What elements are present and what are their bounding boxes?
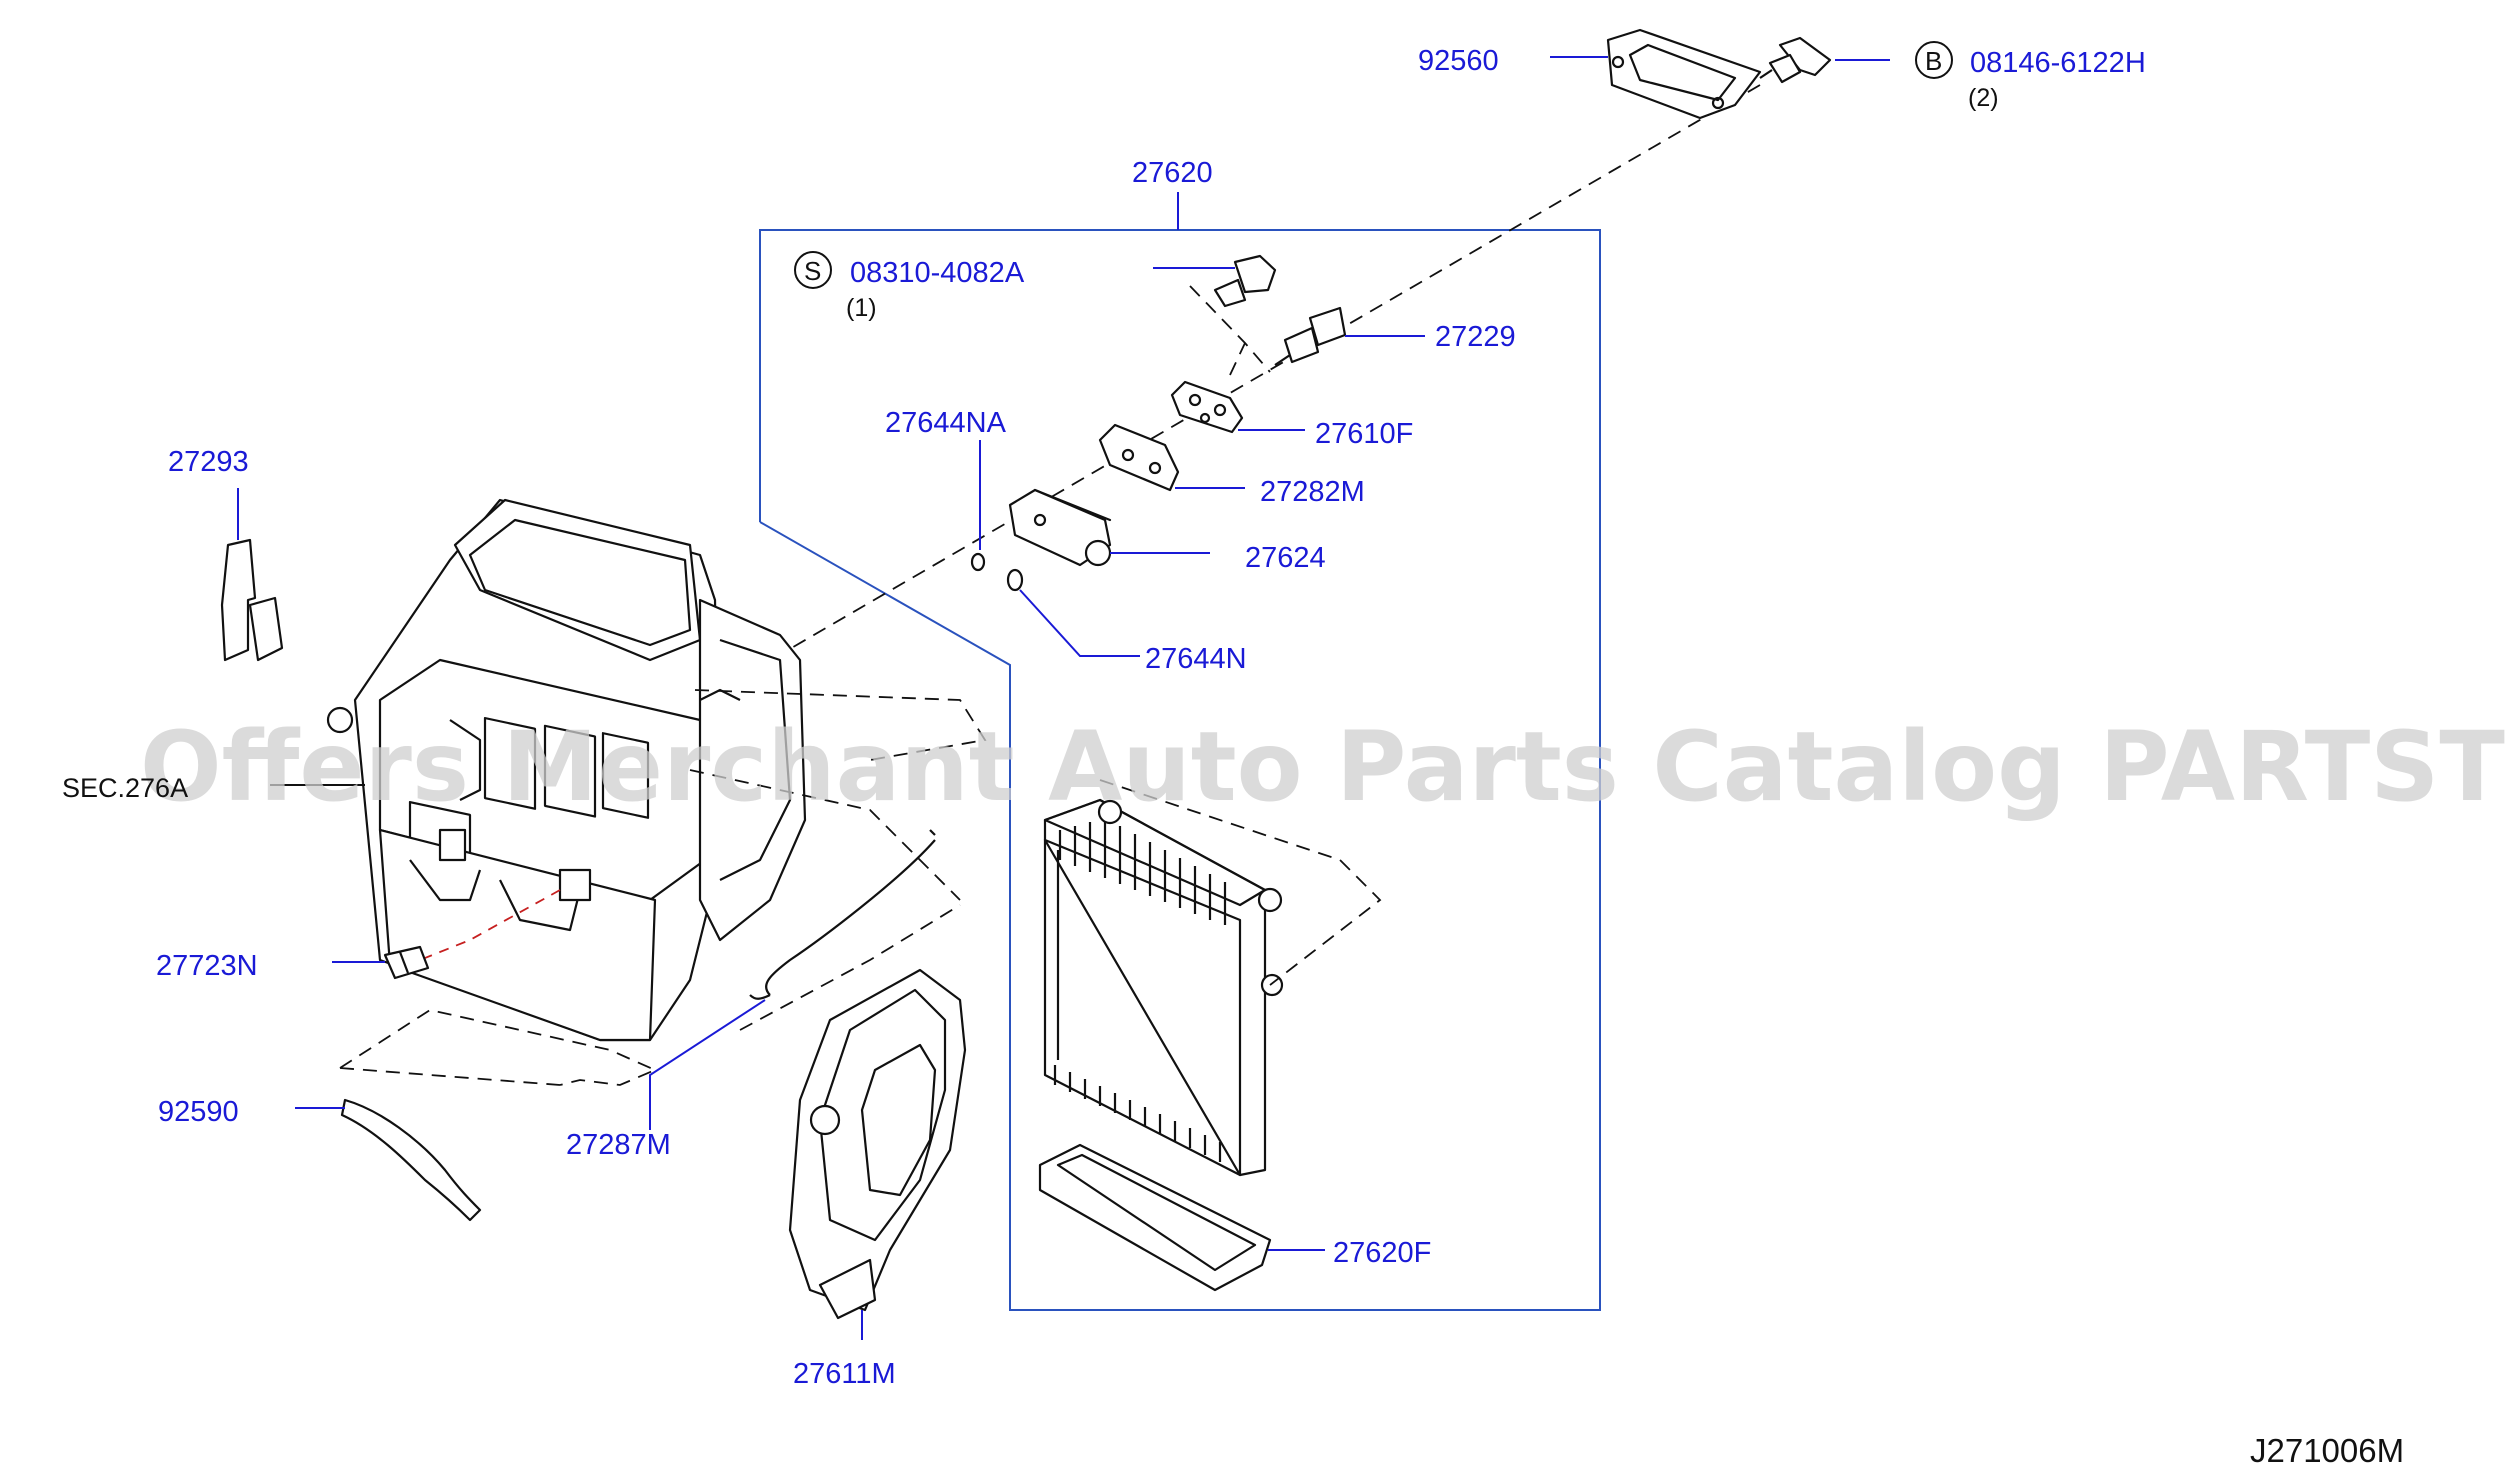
callout-27282M[interactable]: 27282M [1260,476,1365,508]
part-92560-gasket [1606,28,1762,120]
part-27624-expansion-valve [1008,488,1112,567]
evaporator-fins [1053,818,1227,1162]
section-reference[interactable]: SEC.276A [62,773,188,803]
callout-08310-4082A[interactable]: 08310-4082A [850,257,1025,289]
callout-27293[interactable]: 27293 [168,446,249,478]
bolt-b-qty: (2) [1968,84,1999,112]
part-27620F-drain-pan [1038,1143,1272,1292]
callout-27644NA[interactable]: 27644NA [885,407,1007,439]
part-27611M-cover [788,968,967,1320]
part-27644N-o-ring [1006,568,1024,592]
part-27229-bolt [1274,306,1347,366]
callout-27229[interactable]: 27229 [1435,321,1516,353]
screw-s-symbol [794,251,832,289]
callout-27287M[interactable]: 27287M [566,1129,671,1161]
screw-s-08310-4082A [1213,254,1277,308]
callout-92560[interactable]: 92560 [1418,45,1499,77]
part-27293-clip [220,538,284,662]
part-27610F-gasket [1170,380,1244,434]
screw-s-qty: (1) [846,294,877,322]
cooling-unit-housing [326,498,807,1042]
callout-27620F[interactable]: 27620F [1333,1237,1431,1269]
part-27644NA-o-ring [970,552,986,572]
callout-27644N[interactable]: 27644N [1145,643,1247,675]
callout-27610F[interactable]: 27610F [1315,418,1413,450]
bolt-b-08146-6122H [1759,36,1832,84]
part-27282M-block [1098,423,1180,492]
bolt-b-letter: B [1925,46,1942,76]
diagram-code: J271006M [2250,1432,2404,1469]
callout-27620[interactable]: 27620 [1132,157,1213,189]
assembly-frame-27620 [759,229,1601,1311]
callout-27611M[interactable]: 27611M [793,1358,896,1390]
part-27287M-harness [749,829,936,1000]
bolt-b-symbol [1915,41,1953,79]
callout-27624[interactable]: 27624 [1245,542,1326,574]
part-27620-evaporator-core [1043,798,1284,1177]
part-27723N-connector [383,945,430,980]
callout-92590[interactable]: 92590 [158,1096,239,1128]
screw-s-letter: S [804,256,821,286]
callout-08146-6122H[interactable]: 08146-6122H [1970,47,2146,79]
part-92590-drain-hose [340,1098,482,1222]
watermark-text: Offers Merchant Auto Parts Catalog PARTS… [140,711,2505,823]
callout-27723N[interactable]: 27723N [156,950,258,982]
